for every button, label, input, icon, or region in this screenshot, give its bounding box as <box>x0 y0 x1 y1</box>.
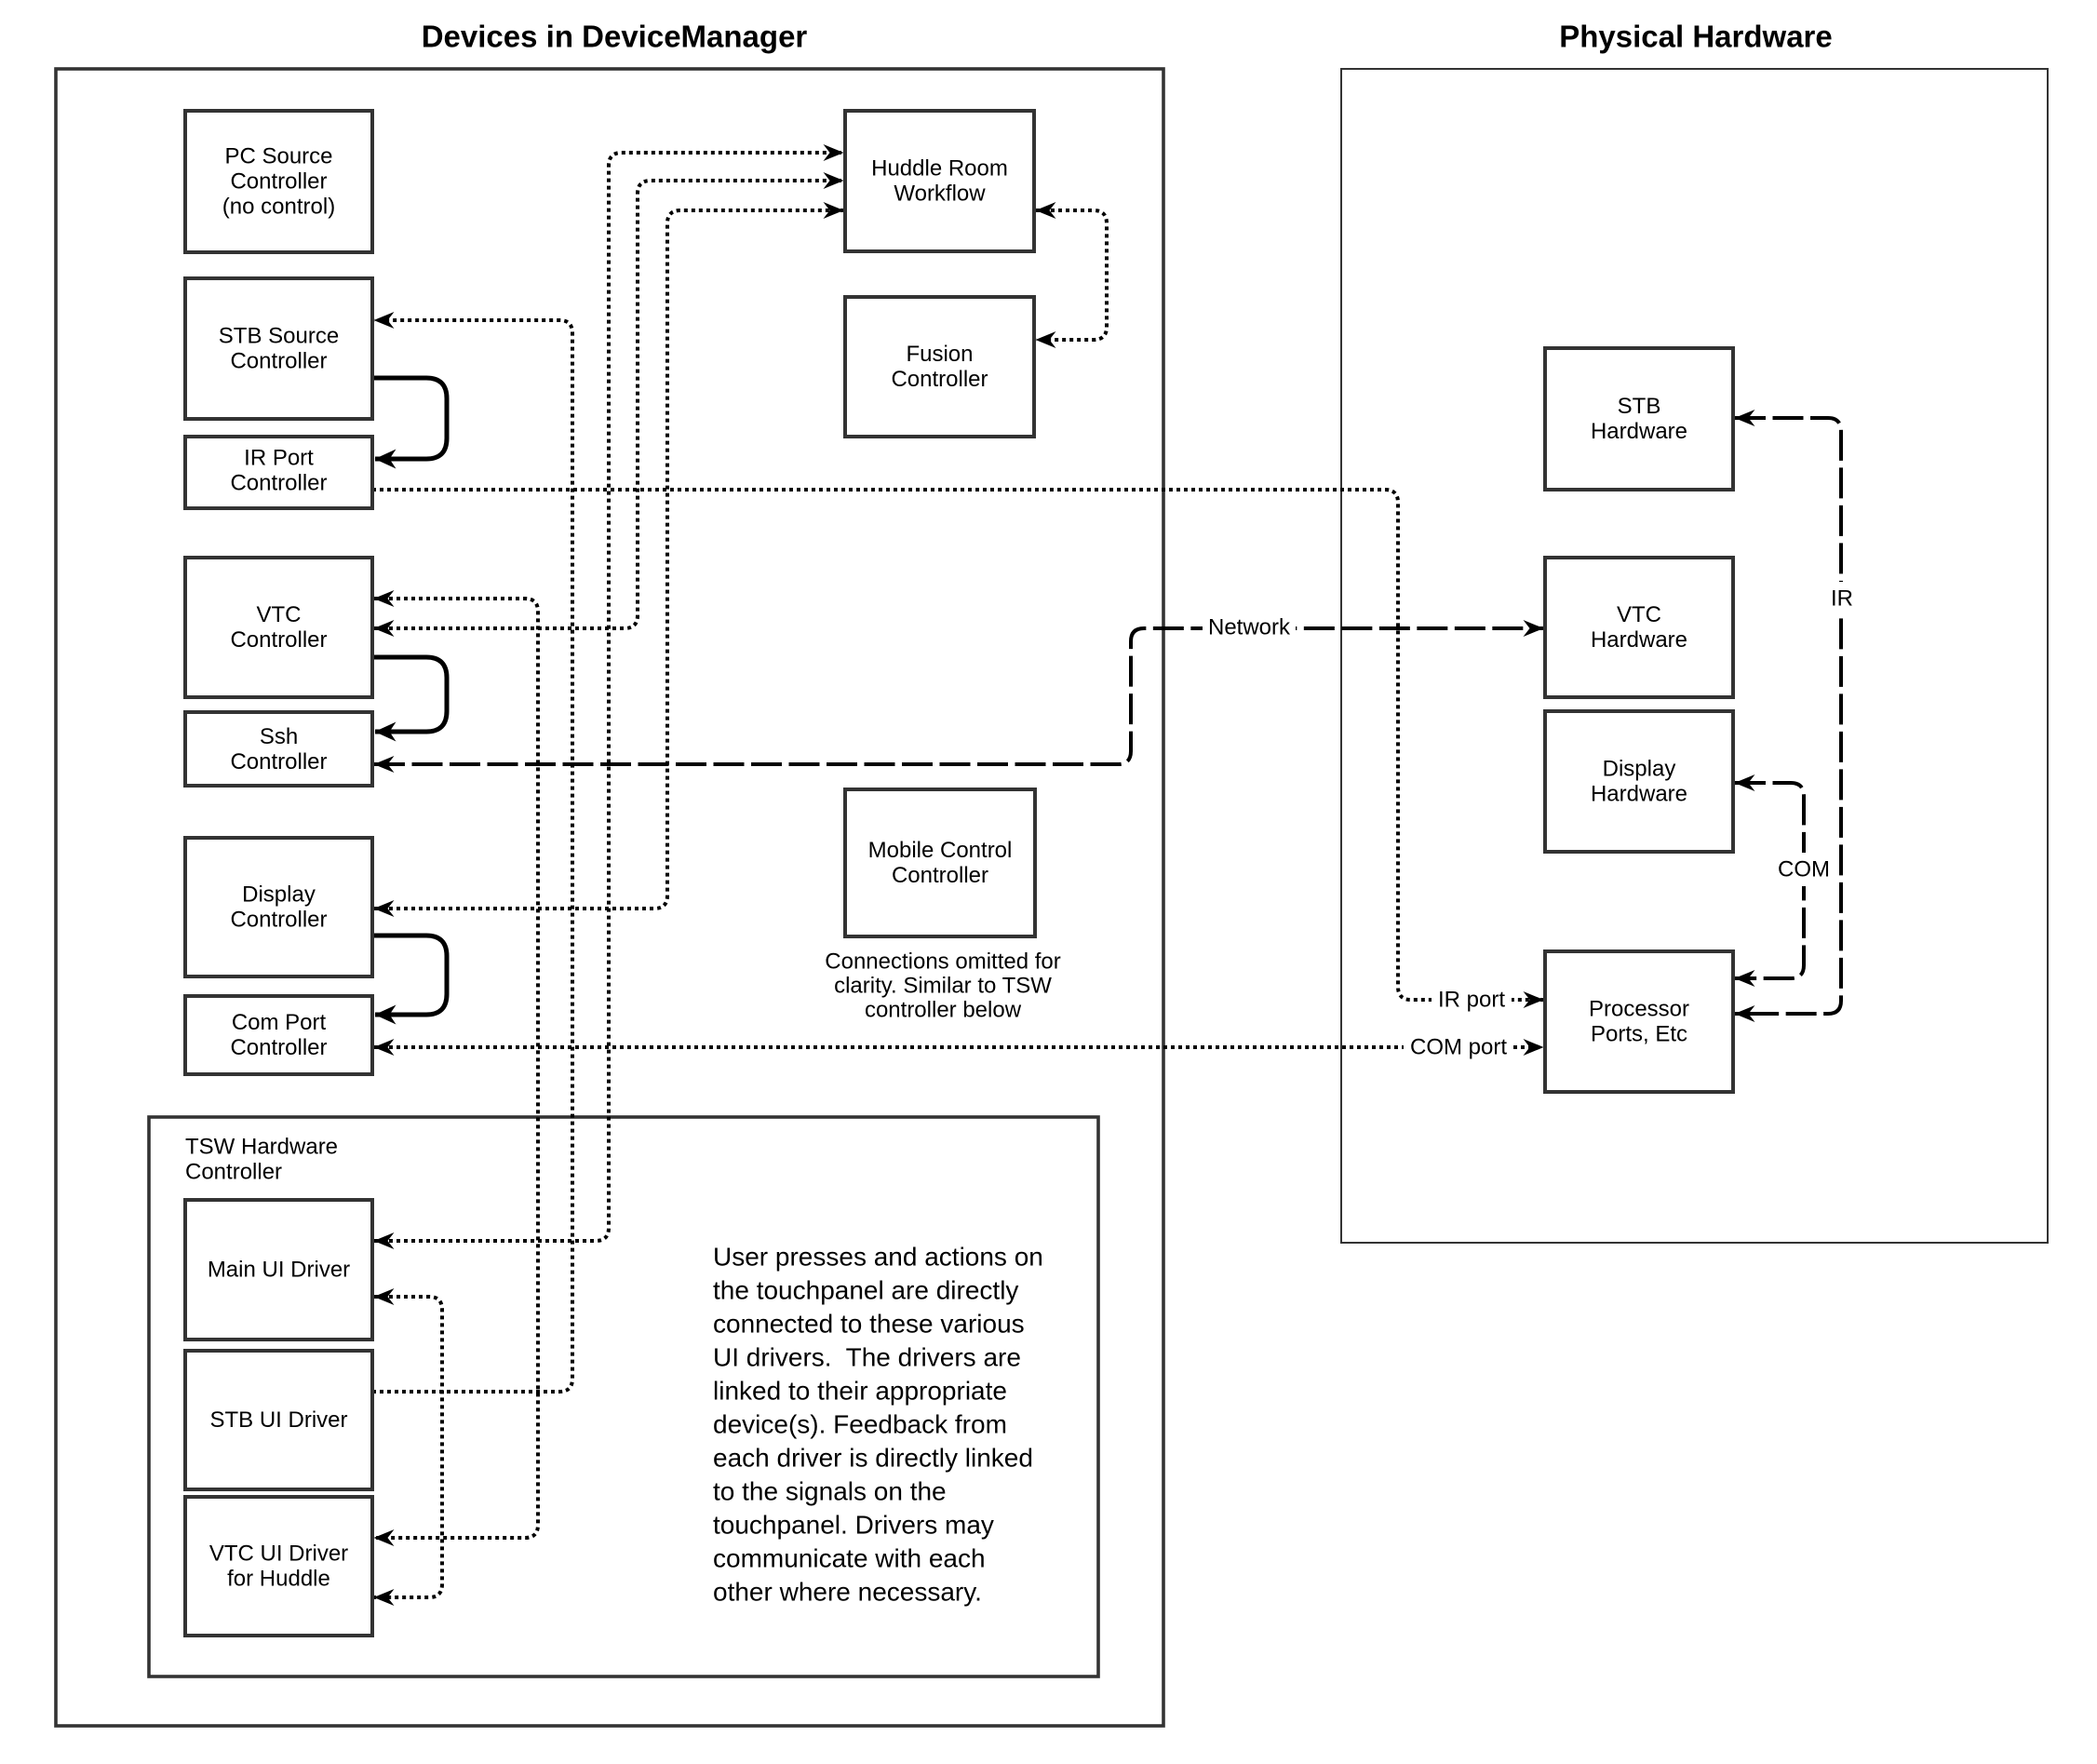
svg-text:to the signals on the: to the signals on the <box>713 1477 947 1506</box>
svg-text:Controller: Controller <box>892 863 988 888</box>
svg-text:clarity. Similar to TSW: clarity. Similar to TSW <box>834 974 1052 999</box>
svg-text:IR Port: IR Port <box>244 446 314 471</box>
svg-text:Devices in DeviceManager: Devices in DeviceManager <box>422 20 808 54</box>
svg-text:linked to their appropriate: linked to their appropriate <box>713 1377 1007 1406</box>
svg-text:Controller: Controller <box>230 349 327 374</box>
svg-text:Connections omitted for: Connections omitted for <box>825 949 1060 975</box>
svg-text:Display: Display <box>242 882 316 908</box>
svg-text:User presses and actions on: User presses and actions on <box>713 1243 1043 1272</box>
svg-text:Main UI Driver: Main UI Driver <box>208 1258 350 1283</box>
svg-text:VTC UI Driver: VTC UI Driver <box>209 1542 348 1567</box>
svg-text:COM port: COM port <box>1410 1035 1507 1060</box>
svg-text:other where necessary.: other where necessary. <box>713 1578 982 1607</box>
svg-text:TSW Hardware: TSW Hardware <box>185 1135 338 1160</box>
svg-text:(no control): (no control) <box>222 195 335 220</box>
svg-text:STB UI Driver: STB UI Driver <box>209 1407 347 1433</box>
svg-text:Workflow: Workflow <box>894 182 986 207</box>
svg-text:Controller: Controller <box>230 1035 327 1060</box>
svg-text:Controller: Controller <box>185 1160 282 1185</box>
svg-text:Network: Network <box>1208 615 1291 640</box>
svg-text:connected to these various: connected to these various <box>713 1310 1025 1339</box>
svg-text:Ssh: Ssh <box>260 724 298 749</box>
svg-text:Processor: Processor <box>1589 997 1689 1022</box>
svg-text:VTC: VTC <box>257 602 302 627</box>
svg-text:controller below: controller below <box>865 998 1022 1023</box>
svg-text:Ports, Etc: Ports, Etc <box>1591 1022 1687 1047</box>
svg-text:STB: STB <box>1618 394 1661 419</box>
svg-text:IR: IR <box>1831 586 1853 612</box>
svg-text:each driver is directly linked: each driver is directly linked <box>713 1444 1033 1473</box>
svg-text:Fusion: Fusion <box>906 342 973 367</box>
svg-text:Controller: Controller <box>230 749 327 774</box>
svg-text:UI drivers. The drivers are: UI drivers. The drivers are <box>713 1343 1021 1372</box>
svg-text:Controller: Controller <box>230 169 327 195</box>
svg-text:for Huddle: for Huddle <box>227 1567 330 1592</box>
svg-text:Hardware: Hardware <box>1591 419 1687 444</box>
svg-text:touchpanel. Drivers may: touchpanel. Drivers may <box>713 1511 994 1540</box>
svg-text:Controller: Controller <box>230 908 327 933</box>
svg-text:Controller: Controller <box>230 471 327 496</box>
svg-text:Huddle Room: Huddle Room <box>871 156 1008 182</box>
svg-text:STB Source: STB Source <box>219 324 339 349</box>
svg-text:Hardware: Hardware <box>1591 627 1687 653</box>
svg-text:PC Source: PC Source <box>224 144 332 169</box>
svg-text:IR port: IR port <box>1438 988 1505 1013</box>
svg-text:the touchpanel are directly: the touchpanel are directly <box>713 1276 1018 1305</box>
svg-text:communicate with each: communicate with each <box>713 1544 986 1573</box>
svg-text:Controller: Controller <box>230 627 327 653</box>
svg-text:Hardware: Hardware <box>1591 782 1687 807</box>
svg-text:Controller: Controller <box>891 367 988 392</box>
svg-text:Physical Hardware: Physical Hardware <box>1559 20 1833 54</box>
svg-text:VTC: VTC <box>1617 602 1661 627</box>
svg-text:Com Port: Com Port <box>232 1010 327 1035</box>
svg-text:Mobile Control: Mobile Control <box>868 838 1013 863</box>
svg-text:COM: COM <box>1778 857 1830 882</box>
svg-text:Display: Display <box>1603 757 1676 782</box>
svg-text:device(s). Feedback from: device(s). Feedback from <box>713 1410 1007 1439</box>
